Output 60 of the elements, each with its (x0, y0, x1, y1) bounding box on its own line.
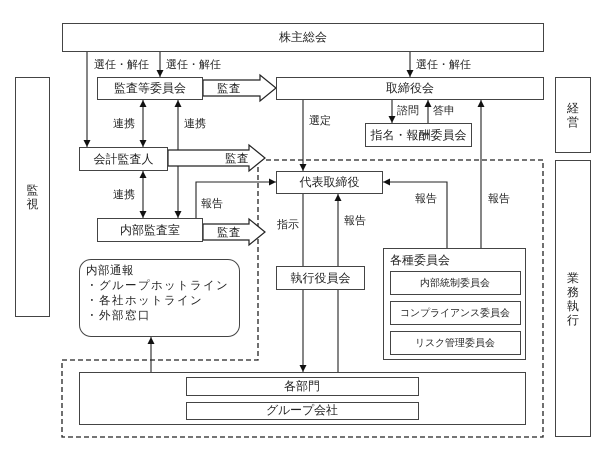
edge-label: 監査 (224, 152, 250, 165)
edge-label: 答申 (432, 104, 456, 117)
edge-label: 連携 (183, 117, 207, 130)
list-item: ・各社ホットライン (86, 293, 203, 308)
vertical-label: 監視 (26, 183, 39, 211)
process-box: 各部門 (186, 376, 419, 396)
process-box: 内部統制委員会 (390, 270, 521, 295)
process-box: リスク管理委員会 (390, 330, 521, 355)
arrow (406, 52, 414, 77)
edge-label: 選任・解任 (415, 58, 472, 71)
process-box: 執行役員会 (276, 266, 365, 290)
side-band (555, 160, 591, 437)
arrow (84, 52, 90, 147)
edge-label: 指示 (276, 218, 300, 231)
process-box: 指名・報酬委員会 (365, 123, 472, 147)
edge-label: 監査 (216, 226, 242, 239)
process-box: 内部監査室 (97, 218, 203, 242)
arrow (383, 178, 448, 248)
process-box: 監査等委員会 (97, 77, 203, 100)
arrow (478, 100, 484, 248)
arrow (300, 100, 306, 171)
heading: 内部通報 (86, 263, 134, 278)
process-box: 株主総会 (62, 23, 544, 52)
list-item: ・グループホットライン (86, 278, 229, 293)
group-box (383, 248, 526, 360)
arrow (334, 194, 342, 266)
side-band (15, 77, 50, 317)
rounded-box (79, 259, 240, 337)
vertical-label: 業務執行 (566, 270, 580, 326)
edge-label: 選任・解任 (93, 58, 150, 71)
edge-label: 報告 (200, 197, 224, 210)
arrow (300, 290, 306, 372)
arrow (195, 178, 276, 218)
edge-label: 報告 (414, 192, 438, 205)
edge-label: 選任・解任 (165, 58, 222, 71)
process-box: 代表取締役 (276, 171, 383, 194)
arrow (140, 100, 146, 147)
process-box: グループ会社 (186, 402, 419, 420)
edge-label: 連携 (112, 188, 136, 201)
arrow (148, 337, 154, 372)
arrow (140, 171, 146, 218)
vertical-label: 経営 (566, 101, 580, 129)
connector-line (337, 290, 339, 372)
process-box: 会計監査人 (79, 147, 168, 171)
edge-label: 選定 (308, 114, 332, 127)
side-band (555, 77, 591, 153)
arrow (424, 100, 432, 123)
arrow (156, 52, 164, 77)
edge-label: 連携 (112, 117, 136, 130)
edge-label: 報告 (343, 214, 367, 227)
arrow (388, 100, 396, 123)
group-box (79, 372, 526, 425)
edge-label: 報告 (487, 192, 511, 205)
process-box: 取締役会 (276, 77, 544, 100)
edge-label: 監査 (216, 82, 242, 95)
group-title: 各種委員会 (390, 252, 450, 269)
connector-line (302, 194, 304, 266)
list-item: ・外部窓口 (86, 308, 151, 323)
edge-label: 諮問 (396, 104, 420, 117)
process-box: コンプライアンス委員会 (390, 300, 521, 325)
